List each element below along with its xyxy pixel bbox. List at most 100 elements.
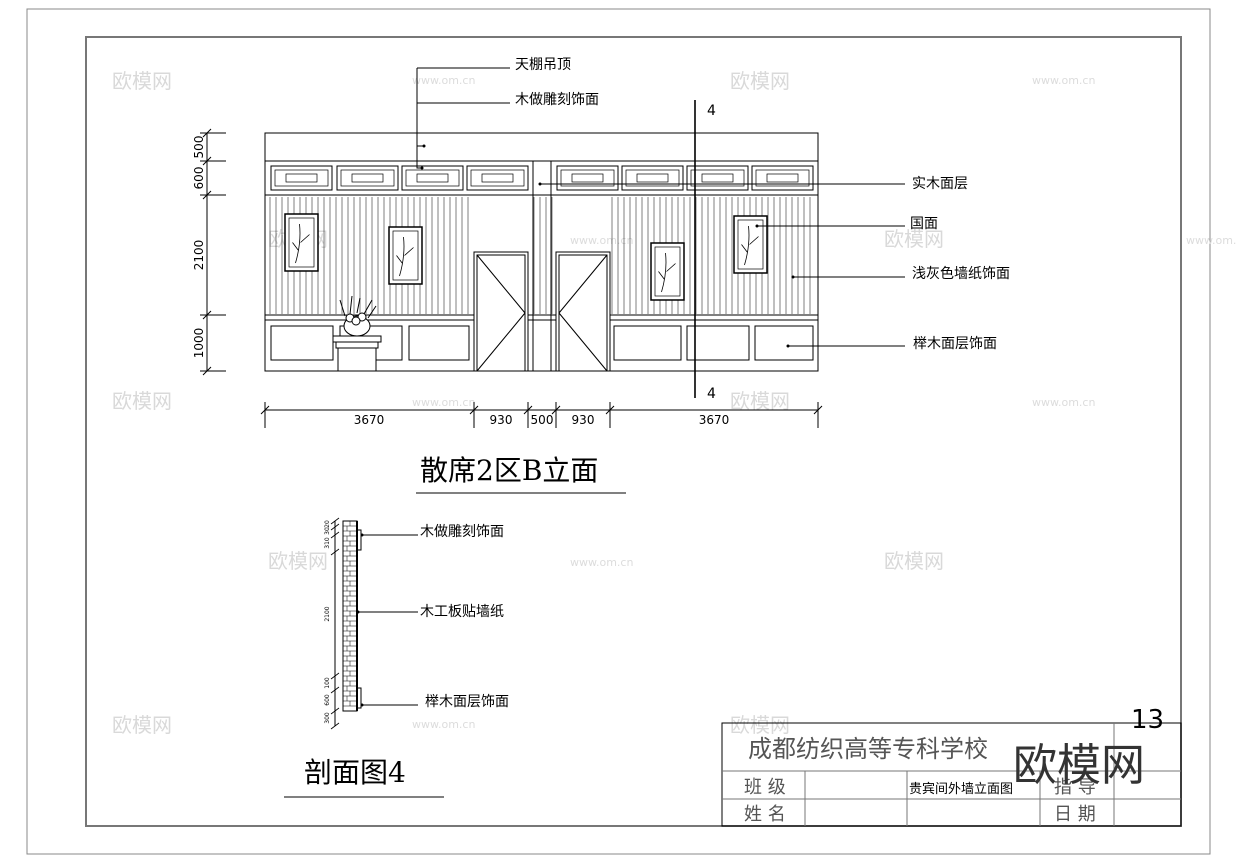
- title-block: 13 成都纺织高等专科学校 班 级 姓 名 贵宾间外墙立面图 指 导 日 期 欧…: [721, 705, 1182, 827]
- section-title-block: 剖面图4: [284, 756, 444, 798]
- painting-frame: [388, 226, 423, 285]
- watermark-brand: 欧模网: [884, 227, 944, 251]
- dim-tick: [330, 517, 340, 525]
- painting-frame: [650, 242, 685, 301]
- dim-h-3670-right: 3670: [699, 413, 730, 427]
- vertical-dimensions: 500 600 2100 1000: [192, 128, 226, 376]
- elevation-title: 散席2区B立面: [420, 454, 598, 487]
- dim-v-2100: 2100: [192, 240, 206, 271]
- dim-v-1000: 1000: [192, 328, 206, 359]
- painting-frame: [733, 215, 768, 274]
- frieze-panel: [686, 165, 749, 191]
- watermark-layer: 欧模网 欧模网 欧模网 欧模网 欧模网 欧模网 欧模网 欧模网 欧模网 欧模网 …: [112, 69, 1236, 737]
- dim-tick: [330, 531, 340, 539]
- watermark-brand: 欧模网: [268, 549, 328, 573]
- watermark-brand: 欧模网: [730, 713, 790, 737]
- section-callout-beech: 榉木面层饰面: [425, 694, 509, 710]
- dim-tick: [330, 672, 340, 680]
- painting-branch: [741, 225, 759, 266]
- dim-v-600: 600: [192, 167, 206, 190]
- dim-h-930-left: 930: [490, 413, 513, 427]
- frieze-core: [416, 173, 449, 183]
- horizontal-dimensions: 3670 930 500 930 3670: [260, 402, 823, 428]
- section-dim-label: 310: [324, 537, 331, 549]
- section-dim-label: 100: [324, 677, 331, 689]
- dim-tick: [330, 707, 340, 715]
- painting-frame: [284, 213, 319, 272]
- sheet-frame: [26, 8, 1211, 855]
- dim-h-500: 500: [531, 413, 554, 427]
- frieze-panel: [621, 165, 684, 191]
- callout-carved-wood: 木做雕刻饰面: [515, 92, 599, 108]
- frieze-panel: [401, 165, 464, 191]
- wallpaper-stripes: [269, 197, 811, 314]
- section-mark-bottom: 4: [707, 386, 716, 402]
- frieze-panel: [466, 165, 529, 191]
- frieze-core: [571, 173, 604, 183]
- watermark-brand: 欧模网: [112, 389, 172, 413]
- vase-side-table: [332, 295, 382, 372]
- drawing-name: 贵宾间外墙立面图: [909, 781, 1013, 797]
- callout-wallpaper: 浅灰色墙纸饰面: [912, 265, 1010, 282]
- frieze-core: [636, 173, 669, 183]
- class-label: 班 级: [744, 777, 786, 798]
- section-dim-label: 2100: [324, 606, 331, 621]
- watermark-brand: 欧模网: [884, 549, 944, 573]
- watermark-url: www.om.cn: [1032, 74, 1095, 87]
- painting-inner: [654, 246, 681, 297]
- dim-tick: [330, 686, 340, 694]
- watermark-url: www.om.cn: [570, 234, 633, 247]
- section-cut-line: 4 4: [694, 100, 716, 402]
- watermark-brand: 欧模网: [112, 713, 172, 737]
- callout-painting: 国面: [910, 216, 938, 232]
- dim-tick: [330, 523, 340, 531]
- frieze-panel: [751, 165, 814, 191]
- watermark-url: www.om.cn: [412, 396, 475, 409]
- frieze-inner: [405, 169, 460, 187]
- frieze-inner: [625, 169, 680, 187]
- frieze-core: [766, 173, 799, 183]
- frieze-core: [481, 173, 514, 183]
- watermark-brand: 欧模网: [112, 69, 172, 93]
- painting-branch: [396, 236, 414, 277]
- frieze-inner: [560, 169, 615, 187]
- painting-inner: [392, 230, 419, 281]
- watermark-url: www.om.cn: [412, 718, 475, 731]
- school-name: 成都纺织高等专科学校: [748, 735, 988, 763]
- painting-inner: [737, 219, 764, 270]
- painting-inner: [288, 217, 315, 268]
- frieze-core: [285, 173, 318, 183]
- section-dim-label: 300: [324, 712, 331, 724]
- section-dim-label: 30: [324, 527, 331, 535]
- callout-beech: 榉木面层饰面: [913, 336, 997, 352]
- frieze-inner: [690, 169, 745, 187]
- dim-h-3670-left: 3670: [354, 413, 385, 427]
- sheet-number: 13: [1131, 705, 1164, 735]
- painting-branch: [658, 252, 676, 293]
- watermark-url: www.om.cn: [570, 556, 633, 569]
- section-mark-top: 4: [707, 103, 716, 119]
- dim-tick: [330, 548, 340, 556]
- frieze-inner: [470, 169, 525, 187]
- callout-ceiling: 天棚吊顶: [515, 57, 571, 73]
- section-dim-label: 600: [324, 694, 331, 706]
- painting-branch: [292, 223, 310, 264]
- frieze-inner: [755, 169, 810, 187]
- section-title: 剖面图4: [304, 756, 406, 789]
- section-callout-carved: 木做雕刻饰面: [420, 524, 504, 540]
- carved-frieze: [270, 165, 814, 191]
- watermark-url: www.om.cn: [1186, 234, 1236, 247]
- name-label: 姓 名: [744, 804, 786, 825]
- frieze-panel: [336, 165, 399, 191]
- frieze-inner: [274, 169, 329, 187]
- watermark-url: www.om.cn: [1032, 396, 1095, 409]
- dim-h-930-right: 930: [572, 413, 595, 427]
- frieze-core: [701, 173, 734, 183]
- section-dim-label: 20: [324, 520, 331, 528]
- frieze-core: [351, 173, 384, 183]
- elevation-callouts: 天棚吊顶 木做雕刻饰面 实木面层 国面 浅灰色墙纸饰面 榉木面层饰面: [416, 57, 1010, 352]
- dim-v-500: 500: [192, 136, 206, 159]
- guide-label: 指 导: [1054, 777, 1096, 798]
